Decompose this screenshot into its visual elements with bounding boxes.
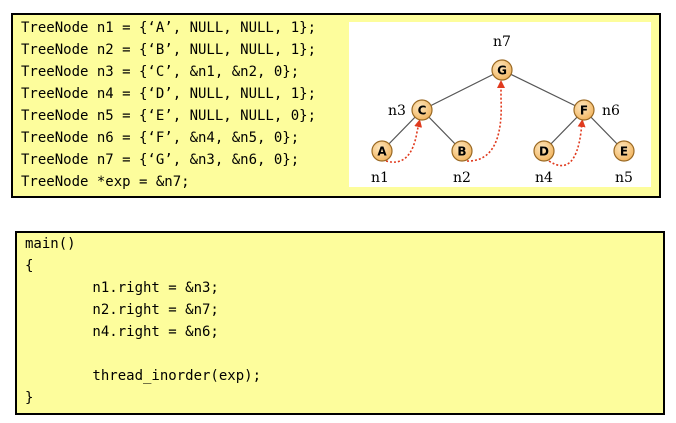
declaration-exp: TreeNode *exp = &n7; — [21, 174, 190, 190]
node-letter-A: A — [377, 145, 387, 159]
tree-node-D: D — [533, 140, 555, 162]
tree-declarations-box: TreeNode n1 = {‘A’, NULL, NULL, 1}; Tree… — [11, 13, 661, 198]
main-line-4: n2.right = &n7; — [25, 302, 219, 318]
main-line-1: main() — [25, 236, 76, 252]
tree-node-C: C — [411, 99, 433, 121]
tree-node-A: A — [371, 140, 393, 162]
declaration-n4: TreeNode n4 = {‘D’, NULL, NULL, 1}; — [21, 86, 317, 102]
tree-svg: G C F A B D E n7 n3 n6 n1 n2 n4 n5 — [371, 34, 635, 186]
thread-arrow-D-F — [548, 119, 586, 167]
node-name-n2: n2 — [453, 170, 471, 186]
main-function-box: main() { n1.right = &n3; n2.right = &n7;… — [15, 231, 665, 415]
main-line-2: { — [25, 258, 34, 274]
node-letter-B: B — [457, 145, 466, 159]
main-line-8: } — [25, 390, 34, 406]
node-letter-E: E — [620, 145, 628, 159]
node-name-n1: n1 — [371, 170, 389, 186]
tree-node-B: B — [451, 140, 473, 162]
tree-edge-G-F — [501, 69, 585, 111]
declaration-n2: TreeNode n2 = {‘B’, NULL, NULL, 1}; — [21, 42, 317, 58]
tree-node-F: F — [573, 99, 595, 121]
node-name-n3: n3 — [388, 103, 406, 119]
declaration-n5: TreeNode n5 = {‘E’, NULL, NULL, 0}; — [21, 108, 317, 124]
thread-arrow-A-C — [385, 119, 423, 163]
threaded-tree-diagram: G C F A B D E n7 n3 n6 n1 n2 n4 n5 — [349, 22, 651, 187]
thread-arrow-B-G — [466, 80, 505, 162]
main-line-5: n4.right = &n6; — [25, 324, 219, 340]
node-name-n6: n6 — [602, 103, 620, 119]
node-letter-G: G — [497, 64, 507, 78]
node-name-n7: n7 — [493, 34, 511, 50]
node-name-n4: n4 — [535, 170, 553, 186]
node-letter-D: D — [539, 145, 549, 159]
node-letter-F: F — [580, 104, 588, 118]
declaration-n3: TreeNode n3 = {‘C’, &n1, &n2, 0}; — [21, 64, 300, 80]
declaration-n7: TreeNode n7 = {‘G’, &n3, &n6, 0}; — [21, 152, 300, 168]
main-line-3: n1.right = &n3; — [25, 280, 219, 296]
declaration-n1: TreeNode n1 = {‘A’, NULL, NULL, 1}; — [21, 20, 317, 36]
node-name-n5: n5 — [615, 170, 633, 186]
tree-node-G: G — [491, 59, 513, 81]
node-letter-C: C — [418, 104, 427, 118]
tree-edge-G-C — [421, 69, 503, 111]
declaration-n6: TreeNode n6 = {‘F’, &n4, &n5, 0}; — [21, 130, 300, 146]
main-line-7: thread_inorder(exp); — [25, 368, 262, 384]
tree-node-E: E — [613, 140, 635, 162]
